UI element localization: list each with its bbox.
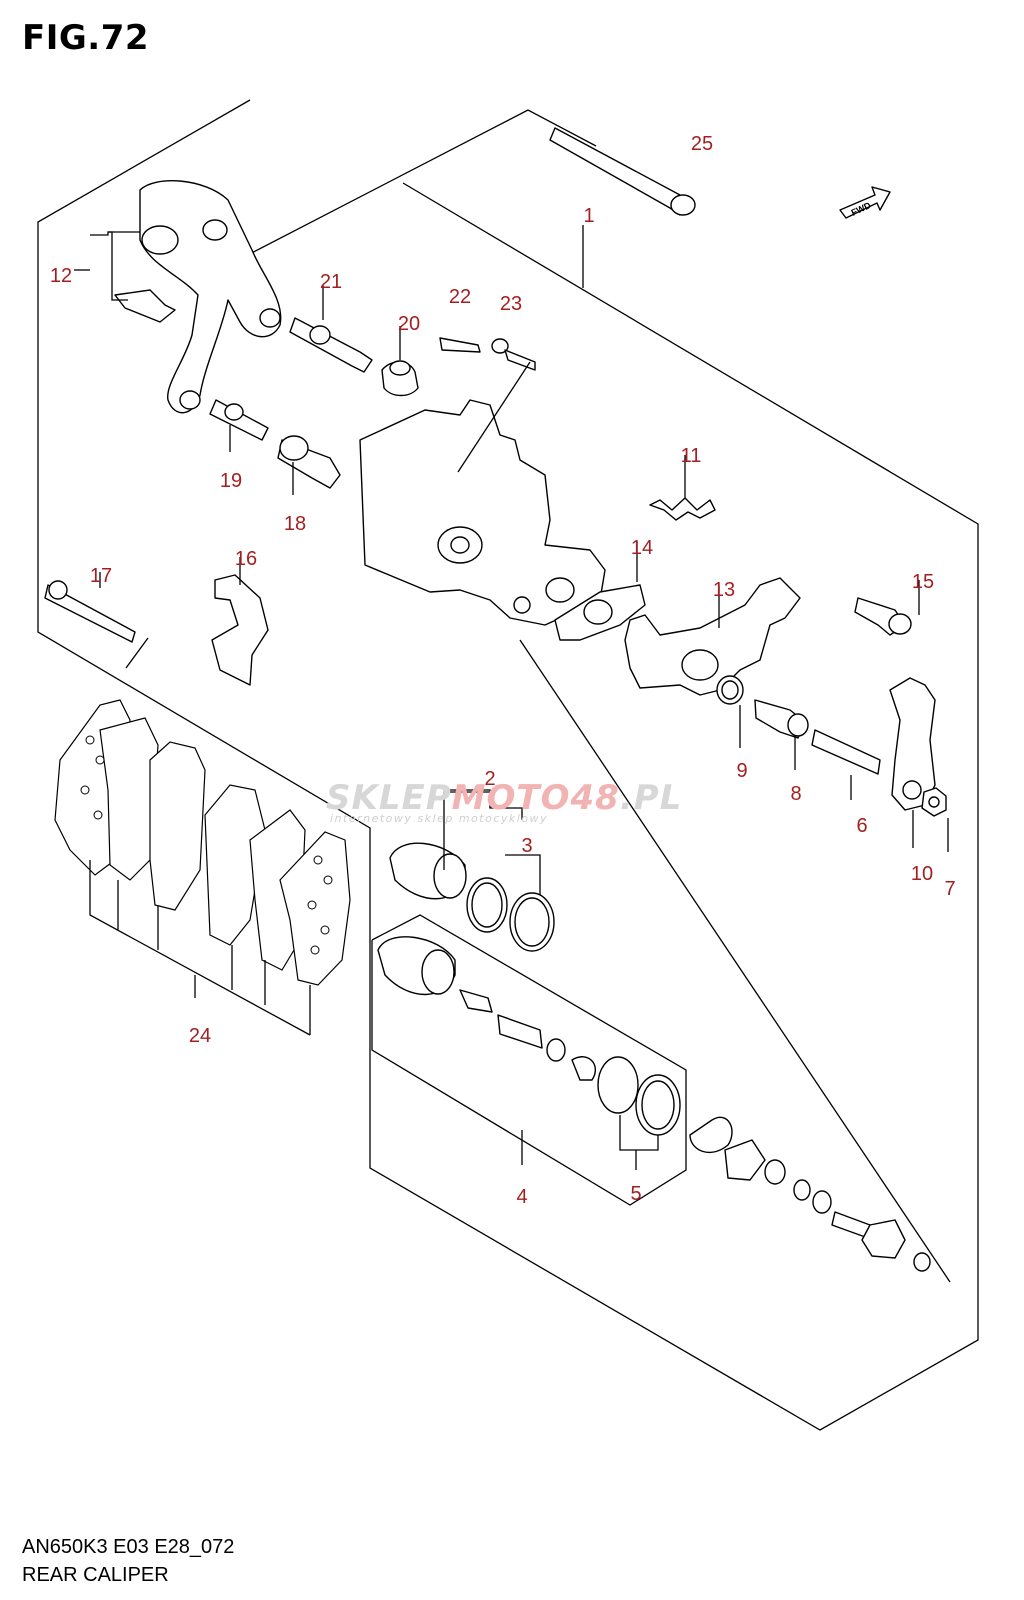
bracket-clip: [114, 289, 176, 323]
slide-pin-21: [289, 317, 373, 373]
callout-5: 5: [630, 1183, 641, 1205]
slide-pin-18: [277, 435, 341, 489]
caliper-bracket: [139, 180, 282, 414]
callout-numbers: 1 2 3 4 5 6 7 8 9 10 11 12 13 14 15 16 1…: [50, 133, 956, 1208]
callout-18: 18: [284, 513, 306, 535]
callout-22: 22: [449, 286, 471, 308]
fwd-arrow-icon: FWD: [839, 186, 891, 219]
pad-spring-16: [211, 574, 269, 686]
brake-pads-24: [54, 699, 351, 986]
seals-3: [466, 877, 555, 952]
slide-pin-19: [209, 399, 269, 441]
lower-mechanism: [689, 1116, 931, 1272]
callout-17: 17: [90, 565, 112, 587]
callout-20: 20: [398, 313, 420, 335]
callout-24: 24: [189, 1025, 211, 1047]
pin-17: [44, 580, 136, 643]
callout-11: 11: [681, 445, 702, 467]
callout-14: 14: [631, 537, 653, 559]
callout-leaders: [74, 225, 949, 1170]
callout-25: 25: [691, 133, 713, 155]
callout-4: 4: [516, 1186, 527, 1208]
callout-21: 21: [320, 271, 342, 293]
nut-7: [921, 787, 947, 817]
bleeder-22: [439, 337, 481, 353]
pad-leader-lines: [89, 860, 311, 1036]
adjuster-8: [754, 699, 809, 739]
callout-3: 3: [521, 835, 532, 857]
spring-11: [649, 497, 716, 521]
boot-20: [381, 360, 419, 397]
mounting-bolt: [549, 127, 696, 216]
model-code: AN650K3 E03 E28_072: [22, 1536, 235, 1558]
diagram-name: REAR CALIPER: [22, 1564, 169, 1586]
callout-10: 10: [911, 863, 933, 885]
callout-15: 15: [912, 571, 934, 593]
figure-title: FIG.72: [22, 18, 150, 58]
watermark-brand: SKLEPMOTO48.PL: [326, 778, 683, 818]
screw-6: [811, 729, 881, 775]
callout-6: 6: [856, 815, 867, 837]
callout-9: 9: [736, 760, 747, 782]
oring-9: [716, 675, 744, 705]
callout-16: 16: [235, 548, 257, 570]
callout-13: 13: [713, 579, 735, 601]
callout-19: 19: [220, 470, 242, 492]
caliper-body: [359, 399, 606, 626]
gasket-14: [554, 584, 646, 641]
callout-2: 2: [484, 768, 495, 790]
kit-4-parts: [377, 936, 681, 1136]
watermark-tagline: internetowy sklep motocyklowy: [330, 812, 549, 825]
lever-13: [624, 577, 801, 696]
callout-23: 23: [500, 293, 522, 315]
callout-1: 1: [583, 205, 594, 227]
callout-8: 8: [790, 783, 801, 805]
bolt-15: [854, 597, 912, 636]
kit-box-4: [371, 914, 687, 1206]
callout-7: 7: [944, 878, 955, 900]
piston-2: [389, 842, 467, 900]
callout-12: 12: [50, 265, 72, 287]
frame-lines: [37, 99, 979, 1431]
